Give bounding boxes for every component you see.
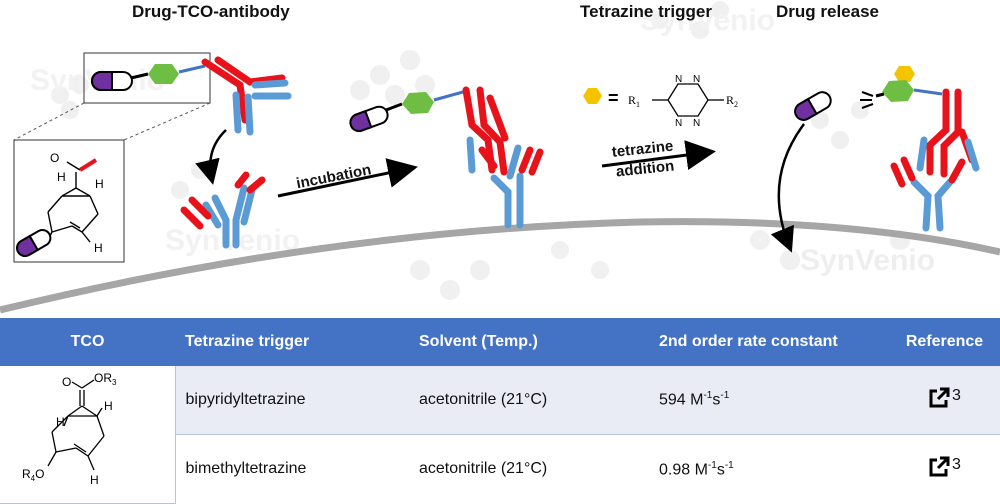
tco-derivative-structure: O OR3 H H H R4O <box>22 371 117 487</box>
n-label-1: N <box>675 74 682 85</box>
reference-link[interactable]: 3 <box>928 387 961 409</box>
kinetics-table: TCO Tetrazine trigger Solvent (Temp.) 2n… <box>0 318 1000 504</box>
external-link-icon <box>929 387 950 408</box>
inset-drug-capsule-icon <box>16 229 52 257</box>
cell-rate: 0.98 M-1s-1 <box>649 434 889 504</box>
reference-number: 3 <box>952 386 961 404</box>
struct-h-label-1: H <box>56 415 65 429</box>
cell-solvent: acetonitrile (21°C) <box>409 434 649 504</box>
cleavage-marks <box>860 91 874 109</box>
kinetics-table-grid: TCO Tetrazine trigger Solvent (Temp.) 2n… <box>0 318 1000 504</box>
r1-label: R1 <box>628 93 640 109</box>
watermark-text-2: SynVenio <box>640 4 775 37</box>
linker-hexagon-icon <box>148 64 179 84</box>
linker-hexagon-icon-3 <box>882 80 914 102</box>
table-header-row: TCO Tetrazine trigger Solvent (Temp.) 2n… <box>0 318 1000 366</box>
antibody-icon-3 <box>462 86 544 229</box>
header-solvent: Solvent (Temp.) <box>409 318 649 366</box>
tco-structure-drawing <box>45 158 99 245</box>
table-row: bimethyltetrazine acetonitrile (21°C) 0.… <box>0 434 1000 504</box>
heading-drug-tco-antibody: Drug-TCO-antibody <box>132 2 290 21</box>
n-label-4: N <box>693 118 700 129</box>
cell-rate: 594 M-1s-1 <box>649 366 889 436</box>
struct-o-label: O <box>62 375 71 389</box>
table-row: O OR3 H H H R4O bipyridyltetrazine aceto… <box>0 366 1000 504</box>
inset-o-label: O <box>50 151 59 165</box>
reaction-scheme: SynVenio SynVenio SynVenio SynVenio <box>0 1 1000 314</box>
tetrazine-addition-label-1: tetrazine <box>611 138 674 161</box>
drug-capsule-icon <box>91 71 133 91</box>
antibody-icon-4 <box>890 88 980 232</box>
scheme-canvas: SynVenio SynVenio SynVenio SynVenio <box>0 1 1000 314</box>
reference-link[interactable]: 3 <box>928 456 961 478</box>
inset-h-label-1: H <box>57 170 66 184</box>
antibody-icon-2 <box>180 171 266 249</box>
header-tco: TCO <box>0 318 175 366</box>
drug-capsule-icon-2 <box>349 105 389 133</box>
header-reference: Reference <box>889 318 1000 366</box>
cell-trigger: bipyridyltetrazine <box>175 366 409 436</box>
cell-reference: 3 <box>889 366 1000 436</box>
header-trigger: Tetrazine trigger <box>175 318 409 366</box>
struct-h-label-2: H <box>104 399 113 413</box>
header-rate: 2nd order rate constant <box>649 318 889 366</box>
watermark-text-4: SynVenio <box>800 244 935 277</box>
linker-hexagon-icon-2 <box>402 92 434 114</box>
heading-drug-release: Drug release <box>776 2 879 21</box>
struct-or3-label: OR3 <box>94 371 117 387</box>
tco-structure-cell: O OR3 H H H R4O <box>0 366 176 504</box>
tetrazine-hexagon-bound-icon <box>894 66 915 82</box>
heading-tetrazine-trigger: Tetrazine trigger <box>580 2 712 21</box>
antibody-icon-1 <box>201 56 292 136</box>
struct-r4o-label: R4O <box>22 467 44 483</box>
cell-solvent: acetonitrile (21°C) <box>409 366 649 436</box>
cell-membrane <box>0 218 1000 314</box>
cell-trigger: bimethyltetrazine <box>175 434 409 504</box>
reference-number: 3 <box>952 455 961 473</box>
struct-h-label-3: H <box>90 473 99 487</box>
tetrazine-structure <box>652 83 724 117</box>
tetrazine-addition-label-2: addition <box>615 157 675 180</box>
external-link-icon <box>929 456 950 477</box>
incubation-label: incubation <box>295 161 373 192</box>
n-label-2: N <box>693 74 700 85</box>
inset-h-label-3: H <box>94 241 103 255</box>
cell-reference: 3 <box>889 434 1000 504</box>
n-label-3: N <box>675 118 682 129</box>
equals-sign: = <box>608 88 619 108</box>
conjugate-inset-box <box>83 52 211 104</box>
tetrazine-hexagon-icon <box>583 88 602 104</box>
r2-label: R2 <box>726 93 738 109</box>
released-drug-capsule-icon <box>794 91 832 121</box>
inset-h-label-2: H <box>95 177 104 191</box>
